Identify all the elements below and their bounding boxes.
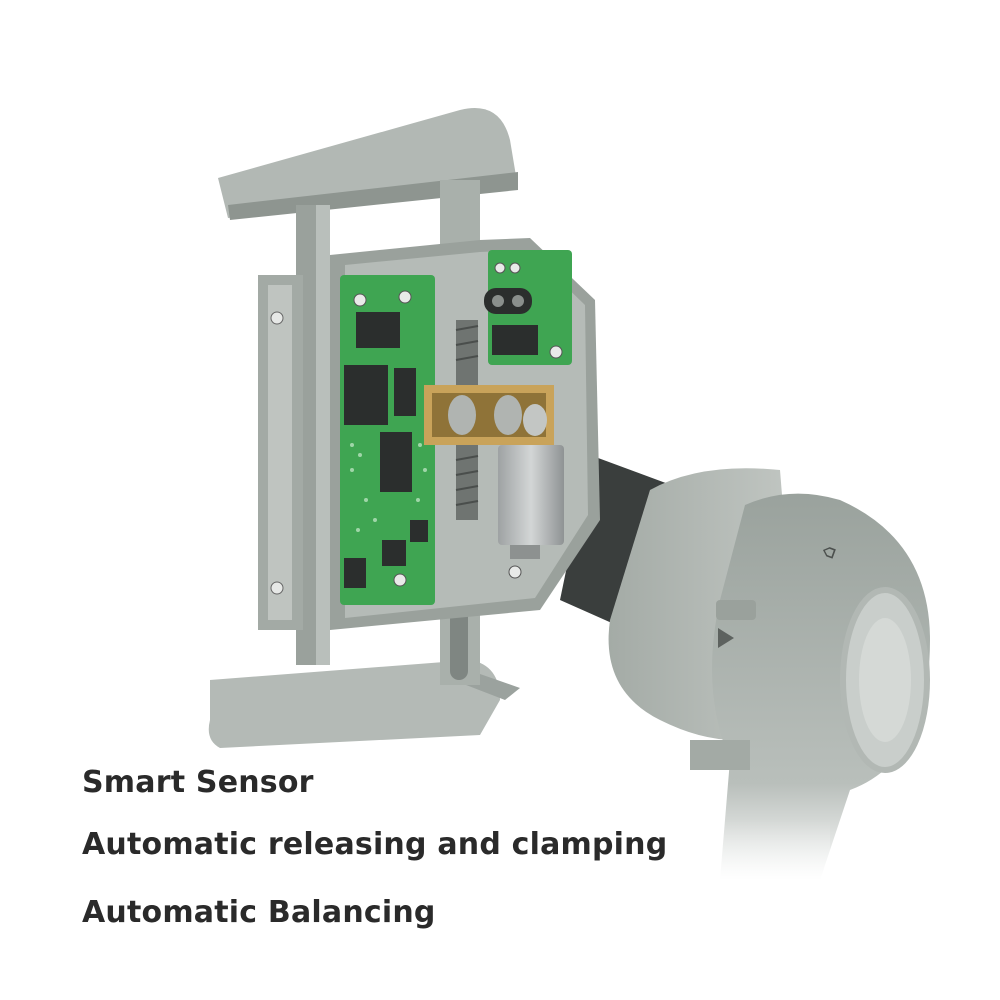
sensor-board: [484, 250, 572, 365]
circuit-board: [340, 275, 435, 605]
dc-motor: [498, 445, 564, 579]
feature-auto-clamping: Automatic releasing and clamping: [82, 827, 668, 862]
feature-smart-sensor: Smart Sensor: [82, 765, 314, 800]
feature-auto-balancing: Automatic Balancing: [82, 895, 436, 930]
motor-knob: ⌂: [608, 468, 930, 940]
gear-box: [424, 385, 554, 445]
